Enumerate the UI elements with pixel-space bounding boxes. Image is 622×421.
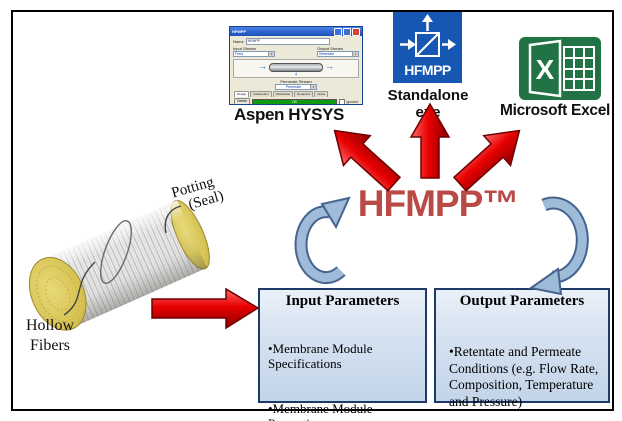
up-arrow-icon: [422, 14, 433, 22]
name-label: Name: [233, 39, 244, 44]
excel-icon: X: [518, 36, 602, 106]
list-item: •Membrane Module Specifications: [268, 341, 376, 371]
output-parameters-title: Output Parameters: [459, 293, 585, 309]
status-bar: OK: [252, 98, 338, 104]
inlet-arrow-icon: [408, 39, 416, 50]
flow-arrow-in-icon: [258, 63, 267, 70]
aspen-hysys-label: Aspen HYSYS: [234, 105, 344, 124]
tab-parameters: Parameters: [250, 91, 272, 97]
flow-arrow-out-icon: [325, 63, 334, 70]
permeate-stream-dropdown: Permeate ▾: [275, 84, 317, 90]
figure-border: [11, 10, 614, 411]
aspen-hysys-mini-window: HFMPP Name HFMPP Input Stream Feed ▾: [229, 26, 363, 105]
output-parameters-list: •Retentate and Permeate Conditions (e.g.…: [436, 310, 608, 421]
spreadsheet-grid-glyph: [563, 46, 595, 91]
maximize-icon: [343, 27, 351, 36]
hollow-fibers-callout: Hollow Fibers: [26, 317, 74, 354]
hysys-name-row: Name HFMPP: [233, 38, 359, 45]
output-stream-field: Output Stream Retentate ▾: [317, 46, 359, 57]
ignored-checkbox-field: Ignored: [339, 98, 358, 104]
input-stream-field: Input Stream Feed ▾: [233, 46, 275, 57]
input-parameters-title: Input Parameters: [285, 293, 400, 309]
permeate-arrow-icon: [294, 68, 298, 77]
hfmpp-standalone-icon: HFMPP: [393, 12, 462, 88]
tab-dynamics: Dynamics: [294, 91, 314, 97]
hysys-window-body: Name HFMPP Input Stream Feed ▾ Output St…: [230, 36, 362, 104]
input-parameters-box: Input Parameters •Membrane Module Specif…: [258, 288, 427, 421]
minimize-icon: [334, 27, 342, 36]
name-input: HFMPP: [245, 38, 330, 45]
list-item: •Retentate and Permeate Conditions (e.g.…: [449, 344, 602, 409]
input-parameters-list: •Membrane Module Specifications •Membran…: [260, 310, 425, 421]
ignored-label: Ignored: [346, 99, 358, 104]
output-parameters-box: Output Parameters •Retentate and Permeat…: [434, 288, 610, 409]
standalone-icon-text: HFMPP: [404, 62, 451, 78]
checkbox-icon: [339, 98, 346, 104]
dropdown-arrow-icon: ▾: [268, 52, 274, 56]
hfmpp-center-title: HFMPP™: [357, 183, 520, 224]
hysys-stream-row: Input Stream Feed ▾ Output Stream Retent…: [233, 46, 359, 57]
permeate-field: Permeate Stream Permeate ▾: [233, 79, 359, 90]
input-stream-dropdown: Feed ▾: [233, 51, 275, 57]
dropdown-arrow-icon: ▾: [310, 85, 316, 89]
close-icon: [352, 27, 360, 36]
tab-worksheet: Worksheet: [272, 91, 294, 97]
standalone-exe-label: Standalone exe: [387, 87, 469, 121]
hysys-flowsheet-panel: [233, 59, 359, 78]
excel-x-glyph: X: [536, 54, 555, 85]
list-item: •Membrane Module Properties: [268, 401, 373, 421]
output-stream-label: Output Stream: [317, 46, 344, 51]
hysys-titlebar: HFMPP: [230, 27, 362, 36]
delete-button: Delete: [234, 98, 251, 104]
hysys-status-row: Delete OK Ignored: [233, 98, 359, 104]
membrane-diagonal-glyph: [415, 32, 440, 57]
hysys-tab-strip: Design Parameters Worksheet Dynamics Not…: [233, 91, 359, 97]
hysys-window-buttons: [334, 27, 360, 36]
tab-notes: Notes: [314, 91, 329, 97]
output-stream-dropdown: Retentate ▾: [317, 51, 359, 57]
hysys-window-title: HFMPP: [232, 29, 246, 34]
permeate-stream-label: Permeate Stream: [280, 79, 312, 84]
input-stream-label: Input Stream: [233, 46, 256, 51]
dropdown-arrow-icon: ▾: [352, 52, 358, 56]
excel-page-glyph: [528, 39, 562, 98]
tab-design: Design: [234, 91, 250, 97]
microsoft-excel-label: Microsoft Excel: [499, 102, 611, 119]
outlet-arrow-icon: [448, 39, 456, 50]
